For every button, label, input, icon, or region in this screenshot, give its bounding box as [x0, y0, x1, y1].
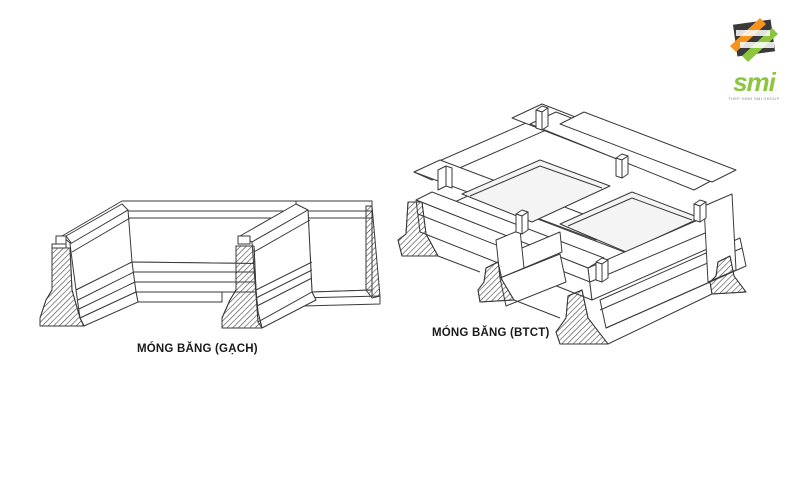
- rc-foundation-caption: MÓNG BĂNG (BTCT): [432, 327, 550, 339]
- brick-strip-foundation: [39, 200, 381, 329]
- rc-strip-foundation: [397, 103, 747, 345]
- brick-foundation-caption: MÓNG BĂNG (GẠCH): [137, 343, 258, 355]
- column-stubs: [437, 105, 707, 283]
- smi-logo-icon: [730, 18, 778, 62]
- logo-tagline: THEP HINH SMI GROUP: [728, 96, 780, 101]
- logo-wordmark: smi: [733, 67, 776, 97]
- smi-logo: smi THEP HINH SMI GROUP: [718, 14, 790, 104]
